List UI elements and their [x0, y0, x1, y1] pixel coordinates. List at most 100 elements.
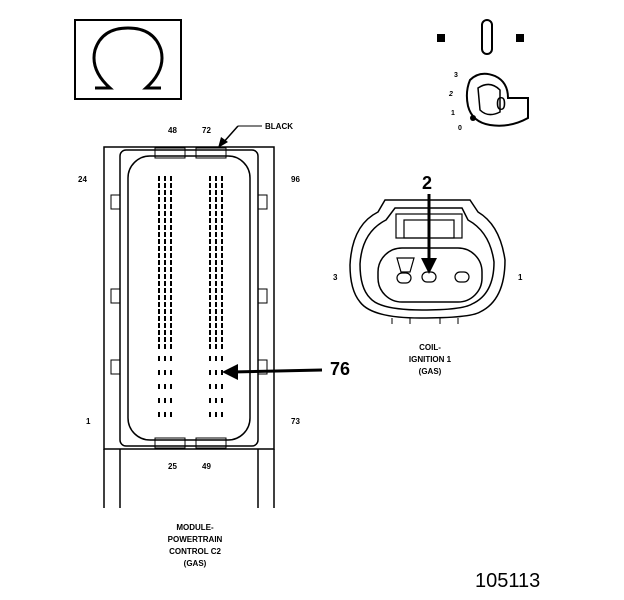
dot-right-icon: [516, 34, 524, 42]
pcm-connector-drawing: [103, 125, 323, 508]
pin-cavity: [209, 316, 211, 321]
pin-cavity: [164, 225, 166, 230]
pin-cavity: [215, 370, 217, 375]
pin-cavity: [215, 316, 217, 321]
pin-cavity: [164, 183, 166, 188]
pin-cavity: [209, 412, 211, 417]
pin-cavity: [164, 309, 166, 314]
pin-cavity: [215, 356, 217, 361]
pin-cavity: [158, 398, 160, 403]
pin-cavity: [209, 384, 211, 389]
pin-cavity: [209, 323, 211, 328]
pin-cavity: [158, 190, 160, 195]
pin-cavity: [158, 274, 160, 279]
pin-cavity: [158, 370, 160, 375]
pin-label-72: 72: [202, 126, 211, 135]
pin-cavity: [158, 344, 160, 349]
pin-cavity: [170, 176, 172, 181]
pin-cavity: [221, 412, 223, 417]
pin-cavity: [158, 330, 160, 335]
pin-cavity: [221, 232, 223, 237]
coil-pin-label-3: 3: [333, 273, 338, 282]
pin-cavity: [221, 295, 223, 300]
pin-cavity: [164, 412, 166, 417]
pin-cavity: [158, 281, 160, 286]
pin-label-1: 1: [86, 417, 91, 426]
pin-cavity: [215, 309, 217, 314]
pin-cavity: [221, 225, 223, 230]
key-position-marker-icon: [470, 115, 476, 121]
pin-cavity: [164, 281, 166, 286]
pin-cavity: [158, 323, 160, 328]
key-position-2: 2: [449, 91, 453, 98]
pin-cavity: [170, 225, 172, 230]
callout-2-arrowhead-icon: [421, 258, 437, 274]
pin-cavity: [164, 344, 166, 349]
pin-cavity: [158, 211, 160, 216]
pin-cavity: [209, 398, 211, 403]
pin-cavity: [158, 225, 160, 230]
pin-cavity: [215, 281, 217, 286]
pin-cavity: [158, 267, 160, 272]
pin-cavity: [170, 398, 172, 403]
coil-connector-caption: COIL- IGNITION 1 (GAS): [385, 342, 475, 378]
pin-cavity: [215, 337, 217, 342]
pin-cavity: [170, 190, 172, 195]
callout-76-arrowhead-icon: [222, 364, 238, 380]
pin-cavity: [221, 183, 223, 188]
pin-cavity: [209, 344, 211, 349]
pin-cavity: [209, 225, 211, 230]
pin-cavity: [164, 384, 166, 389]
pin-label-24: 24: [78, 175, 87, 184]
pin-cavity: [164, 370, 166, 375]
pin-cavity: [170, 288, 172, 293]
key-head-label: 0: [496, 94, 507, 114]
pin-cavity: [209, 204, 211, 209]
pin-cavity: [215, 204, 217, 209]
pin-cavity: [164, 337, 166, 342]
pin-cavity: [221, 281, 223, 286]
pin-cavity: [215, 183, 217, 188]
pin-cavity: [221, 211, 223, 216]
pin-cavity: [215, 225, 217, 230]
pin-cavity: [209, 295, 211, 300]
pin-cavity: [209, 211, 211, 216]
pin-cavity: [221, 190, 223, 195]
pin-cavity: [215, 330, 217, 335]
pin-cavity: [158, 356, 160, 361]
pin-cavity: [215, 211, 217, 216]
pin-label-25: 25: [168, 462, 177, 471]
connector-color-label: BLACK: [265, 122, 293, 131]
pin-cavity: [164, 232, 166, 237]
pin-cavity: [158, 232, 160, 237]
pin-cavity: [170, 281, 172, 286]
pin-cavity: [170, 204, 172, 209]
pin-cavity: [164, 211, 166, 216]
pin-cavity: [170, 218, 172, 223]
callout-76: 76: [330, 359, 351, 379]
pin-cavity: [164, 267, 166, 272]
pin-cavity: [170, 183, 172, 188]
pin-cavity: [170, 370, 172, 375]
pin-cavity: [158, 260, 160, 265]
caption-line: COIL-: [419, 343, 441, 352]
pcm-connector-caption: MODULE- POWERTRAIN CONTROL C2 (GAS): [150, 522, 240, 570]
pin-cavity: [164, 246, 166, 251]
pin-cavity: [164, 316, 166, 321]
pin-cavity: [209, 288, 211, 293]
pin-cavity: [215, 246, 217, 251]
pin-cavity: [158, 218, 160, 223]
pin-cavity: [209, 274, 211, 279]
pin-cavity: [164, 274, 166, 279]
pin-cavity: [215, 267, 217, 272]
pin-cavity: [221, 218, 223, 223]
pin-cavity: [158, 384, 160, 389]
pin-cavity: [170, 211, 172, 216]
pin-cavity: [221, 260, 223, 265]
pin-cavity: [158, 246, 160, 251]
pin-cavity: [209, 218, 211, 223]
pin-cavity: [209, 267, 211, 272]
pin-cavity: [209, 302, 211, 307]
pin-cavity: [215, 253, 217, 258]
pin-cavity: [215, 274, 217, 279]
